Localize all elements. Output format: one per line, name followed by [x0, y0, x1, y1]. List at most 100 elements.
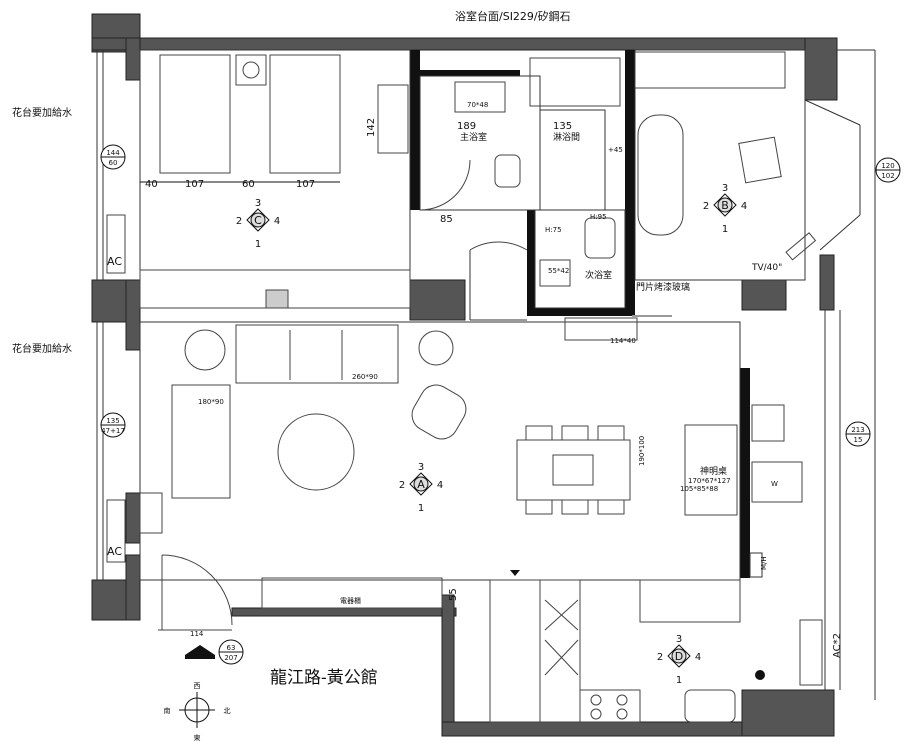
bath-door-swing: [419, 159, 471, 211]
compass-rose: 西 東 南 北: [164, 682, 231, 742]
interior-lines: [96, 49, 876, 700]
wall-top-right: [804, 37, 838, 101]
svg-text:207: 207: [224, 654, 237, 662]
dim-142: 142: [366, 118, 377, 137]
altar-cabinet: [751, 404, 785, 442]
meter-icon: [755, 670, 765, 680]
master-bath-label: 主浴室: [460, 131, 487, 143]
room-b-furniture: [634, 51, 817, 261]
bathtub-round: [637, 114, 684, 236]
altar-size-2: 105*85*88: [680, 485, 718, 493]
desk: [377, 84, 409, 154]
svg-text:47+17: 47+17: [101, 427, 125, 435]
wall-second-bath-bottom: [527, 308, 632, 316]
oven-column: [539, 579, 581, 723]
svg-text:3: 3: [676, 634, 682, 645]
wall-bottom-vertical: [441, 594, 455, 736]
armchair-b: [738, 136, 782, 184]
svg-text:2: 2: [657, 652, 663, 663]
svg-text:102: 102: [881, 172, 894, 180]
svg-text:144: 144: [106, 149, 120, 157]
entrance-arrow-icon: [185, 645, 215, 655]
stove: [579, 689, 641, 723]
room-c-furniture: [139, 54, 411, 309]
living-furniture: [139, 324, 803, 609]
glass-door-note: 門片烤漆玻璃: [636, 281, 690, 293]
wall-right-stub: [819, 254, 835, 311]
entrance-bar: [185, 655, 215, 659]
wall-right-mid: [741, 279, 787, 311]
window-box: [564, 317, 638, 341]
dim-135: 135: [553, 121, 572, 132]
svg-text:2: 2: [399, 480, 405, 491]
wall-left-top-stub: [125, 37, 141, 81]
shelf: [265, 289, 289, 309]
window-size: 114*40: [610, 337, 636, 345]
elevation-marker-b: B 3 2 4 1: [703, 183, 747, 235]
svg-text:D: D: [675, 650, 683, 663]
bath-counter-note: 浴室台面/SI229/矽鋼石: [455, 9, 571, 23]
master-bath-room: [419, 75, 541, 211]
ac-a-label: AC: [107, 545, 122, 558]
window-tag-3: 63 207: [218, 639, 244, 665]
chair-4: [525, 499, 553, 515]
ac-c-unit: [106, 214, 126, 274]
dim-107-a: 107: [185, 179, 204, 190]
svg-text:A: A: [417, 478, 425, 491]
kitchen-island: [639, 579, 741, 623]
elevation-marker-c: C 3 2 4 1: [236, 198, 280, 250]
washer-box: [751, 461, 803, 503]
planter-note-top: 花台要加給水: [12, 106, 72, 119]
plus45-label: +45: [608, 146, 623, 154]
table-size: 190*100: [638, 436, 646, 466]
exterior-walls: [91, 13, 838, 737]
wall-bottom: [441, 721, 743, 737]
svg-text:213: 213: [851, 426, 864, 434]
svg-text:2: 2: [236, 216, 242, 227]
tv-label: TV/40": [751, 263, 782, 273]
window-tag-4: 120 102: [875, 157, 901, 183]
ac-a-unit: [106, 499, 126, 563]
dim-85: 85: [440, 214, 453, 225]
svg-text:南: 南: [164, 706, 171, 715]
counter: [261, 577, 443, 609]
shower-label: 淋浴間: [553, 131, 580, 143]
wall-left-lower-stub: [125, 492, 141, 544]
window-tag-2: 135 47+17: [100, 412, 126, 438]
svg-text:63: 63: [227, 644, 236, 652]
svg-text:北: 北: [224, 707, 231, 715]
svg-text:C: C: [254, 214, 262, 227]
svg-text:4: 4: [695, 652, 701, 663]
counter-note: 電器櫃: [340, 596, 361, 605]
svg-text:3: 3: [722, 183, 728, 194]
wall-left-mid-stub: [125, 279, 141, 351]
chair-6: [597, 499, 625, 515]
window-tag-5: 213 15: [845, 421, 871, 447]
svg-text:4: 4: [274, 216, 280, 227]
door-width: 114: [190, 630, 204, 638]
planter-note-bottom: 花台要加給水: [12, 342, 72, 355]
bed-right: [269, 54, 341, 174]
washer-label: W: [771, 480, 778, 488]
svg-text:135: 135: [106, 417, 119, 425]
kitchen-sink: [684, 689, 736, 723]
wall-second-bath-left: [527, 210, 535, 315]
ac-d-label: AC*2: [832, 633, 843, 658]
ac-d-unit: [799, 619, 823, 686]
coffee-table: [277, 413, 355, 491]
dim-40: 40: [145, 179, 158, 190]
svg-text:東: 東: [194, 733, 201, 742]
svg-text:60: 60: [109, 159, 118, 167]
master-sink: [454, 81, 506, 113]
lounge-chair: [411, 384, 467, 440]
room-b: [634, 49, 806, 281]
sofa-size: 260*90: [352, 373, 378, 381]
entrance: [158, 554, 233, 631]
sink-size: 70*48: [467, 101, 488, 109]
section-arrow-icon: [510, 570, 520, 576]
wall-top: [91, 37, 838, 51]
bath-fixtures: [419, 57, 621, 287]
svg-text:1: 1: [676, 675, 682, 686]
dim-60: 60: [242, 179, 255, 190]
